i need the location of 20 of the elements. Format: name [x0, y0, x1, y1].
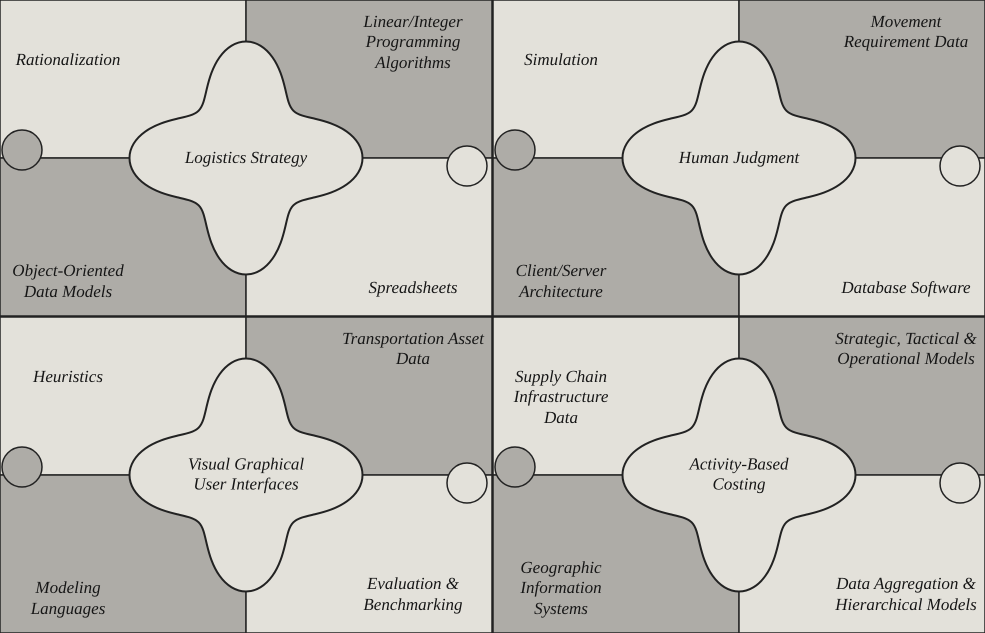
piece-label: Client/Server Architecture — [514, 261, 608, 302]
piece-label: Database Software — [840, 278, 972, 298]
piece-label: Visual Graphical User Interfaces — [186, 454, 306, 496]
piece-label: Strategic, Tactical & Operational Models — [834, 329, 978, 370]
piece-label: Spreadsheets — [367, 278, 459, 298]
piece-label: Activity-Based Costing — [688, 454, 790, 496]
piece-label: Rationalization — [14, 50, 122, 70]
piece-label: Linear/Integer Programming Algorithms — [362, 12, 464, 74]
piece-label: Supply Chain Infrastructure Data — [512, 367, 610, 428]
piece-label: Human Judgment — [678, 148, 800, 168]
piece-label: Transportation Asset Data — [341, 329, 486, 370]
piece-label: Modeling Languages — [30, 578, 106, 619]
piece-label: Heuristics — [32, 367, 104, 388]
piece-label: Logistics Strategy — [184, 148, 308, 168]
piece-label: Evaluation & Benchmarking — [362, 574, 464, 615]
piece-label: Object-Oriented Data Models — [11, 261, 125, 302]
piece-label: Movement Requirement Data — [842, 12, 970, 53]
piece-label: Geographic Information Systems — [519, 558, 603, 619]
piece-label: Simulation — [523, 50, 599, 70]
piece-label: Data Aggregation & Hierarchical Models — [834, 574, 978, 615]
